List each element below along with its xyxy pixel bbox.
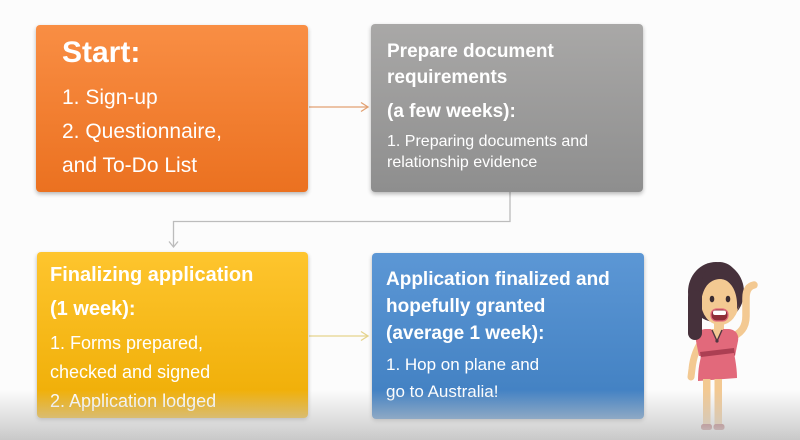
step-item: 1. Hop on plane and <box>386 355 540 374</box>
woman-vneck-skin <box>711 329 723 342</box>
flow-step-prepare-documents: Prepare document requirements (a few wee… <box>371 24 643 192</box>
arrowhead-right-icon <box>360 101 370 113</box>
floor-shadow <box>0 390 800 440</box>
step-title: Start: <box>62 36 141 69</box>
step-title: Prepare document <box>387 41 554 62</box>
step-item: 1. Preparing documents and <box>387 133 589 150</box>
step-item: and To-Do List <box>62 154 198 177</box>
woman-eye-right <box>725 295 731 303</box>
step-title: Application finalized and <box>386 269 610 290</box>
arrow-start-to-prepare <box>309 101 370 113</box>
elbow-connector-prepare-to-finalize <box>168 192 511 249</box>
step-item: checked and signed <box>50 362 211 382</box>
woman-skirt <box>698 353 737 381</box>
flow-step-start: Start: 1. Sign-up 2. Questionnaire, and … <box>36 25 308 192</box>
step-item: relationship evidence <box>387 154 538 171</box>
woman-hair-strand <box>688 290 702 340</box>
woman-hair-front <box>700 262 741 310</box>
step-duration: (a few weeks): <box>387 101 516 122</box>
woman-teeth <box>713 310 726 315</box>
step-title: Finalizing application <box>50 264 254 286</box>
step-items: 1. Sign-up 2. Questionnaire, and To-Do L… <box>62 81 284 183</box>
step-item: 1. Sign-up <box>62 86 158 109</box>
arrowhead-right-icon <box>360 330 370 342</box>
step-title: hopefully granted <box>386 296 546 317</box>
woman-necklace-pendant <box>715 339 719 343</box>
arrow-finalize-to-granted <box>309 330 370 342</box>
step-duration: (1 week): <box>50 298 136 320</box>
step-duration: (average 1 week): <box>386 323 545 344</box>
step-items: 1. Preparing documents and relationship … <box>387 131 629 173</box>
step-item: 1. Forms prepared, <box>50 333 204 353</box>
step-title: requirements <box>387 67 508 88</box>
woman-eye-left <box>709 295 715 303</box>
woman-arm-raised <box>725 281 758 342</box>
step-item: 2. Questionnaire, <box>62 120 222 143</box>
arrowhead-down-icon <box>168 241 179 249</box>
woman-neck <box>714 322 724 332</box>
